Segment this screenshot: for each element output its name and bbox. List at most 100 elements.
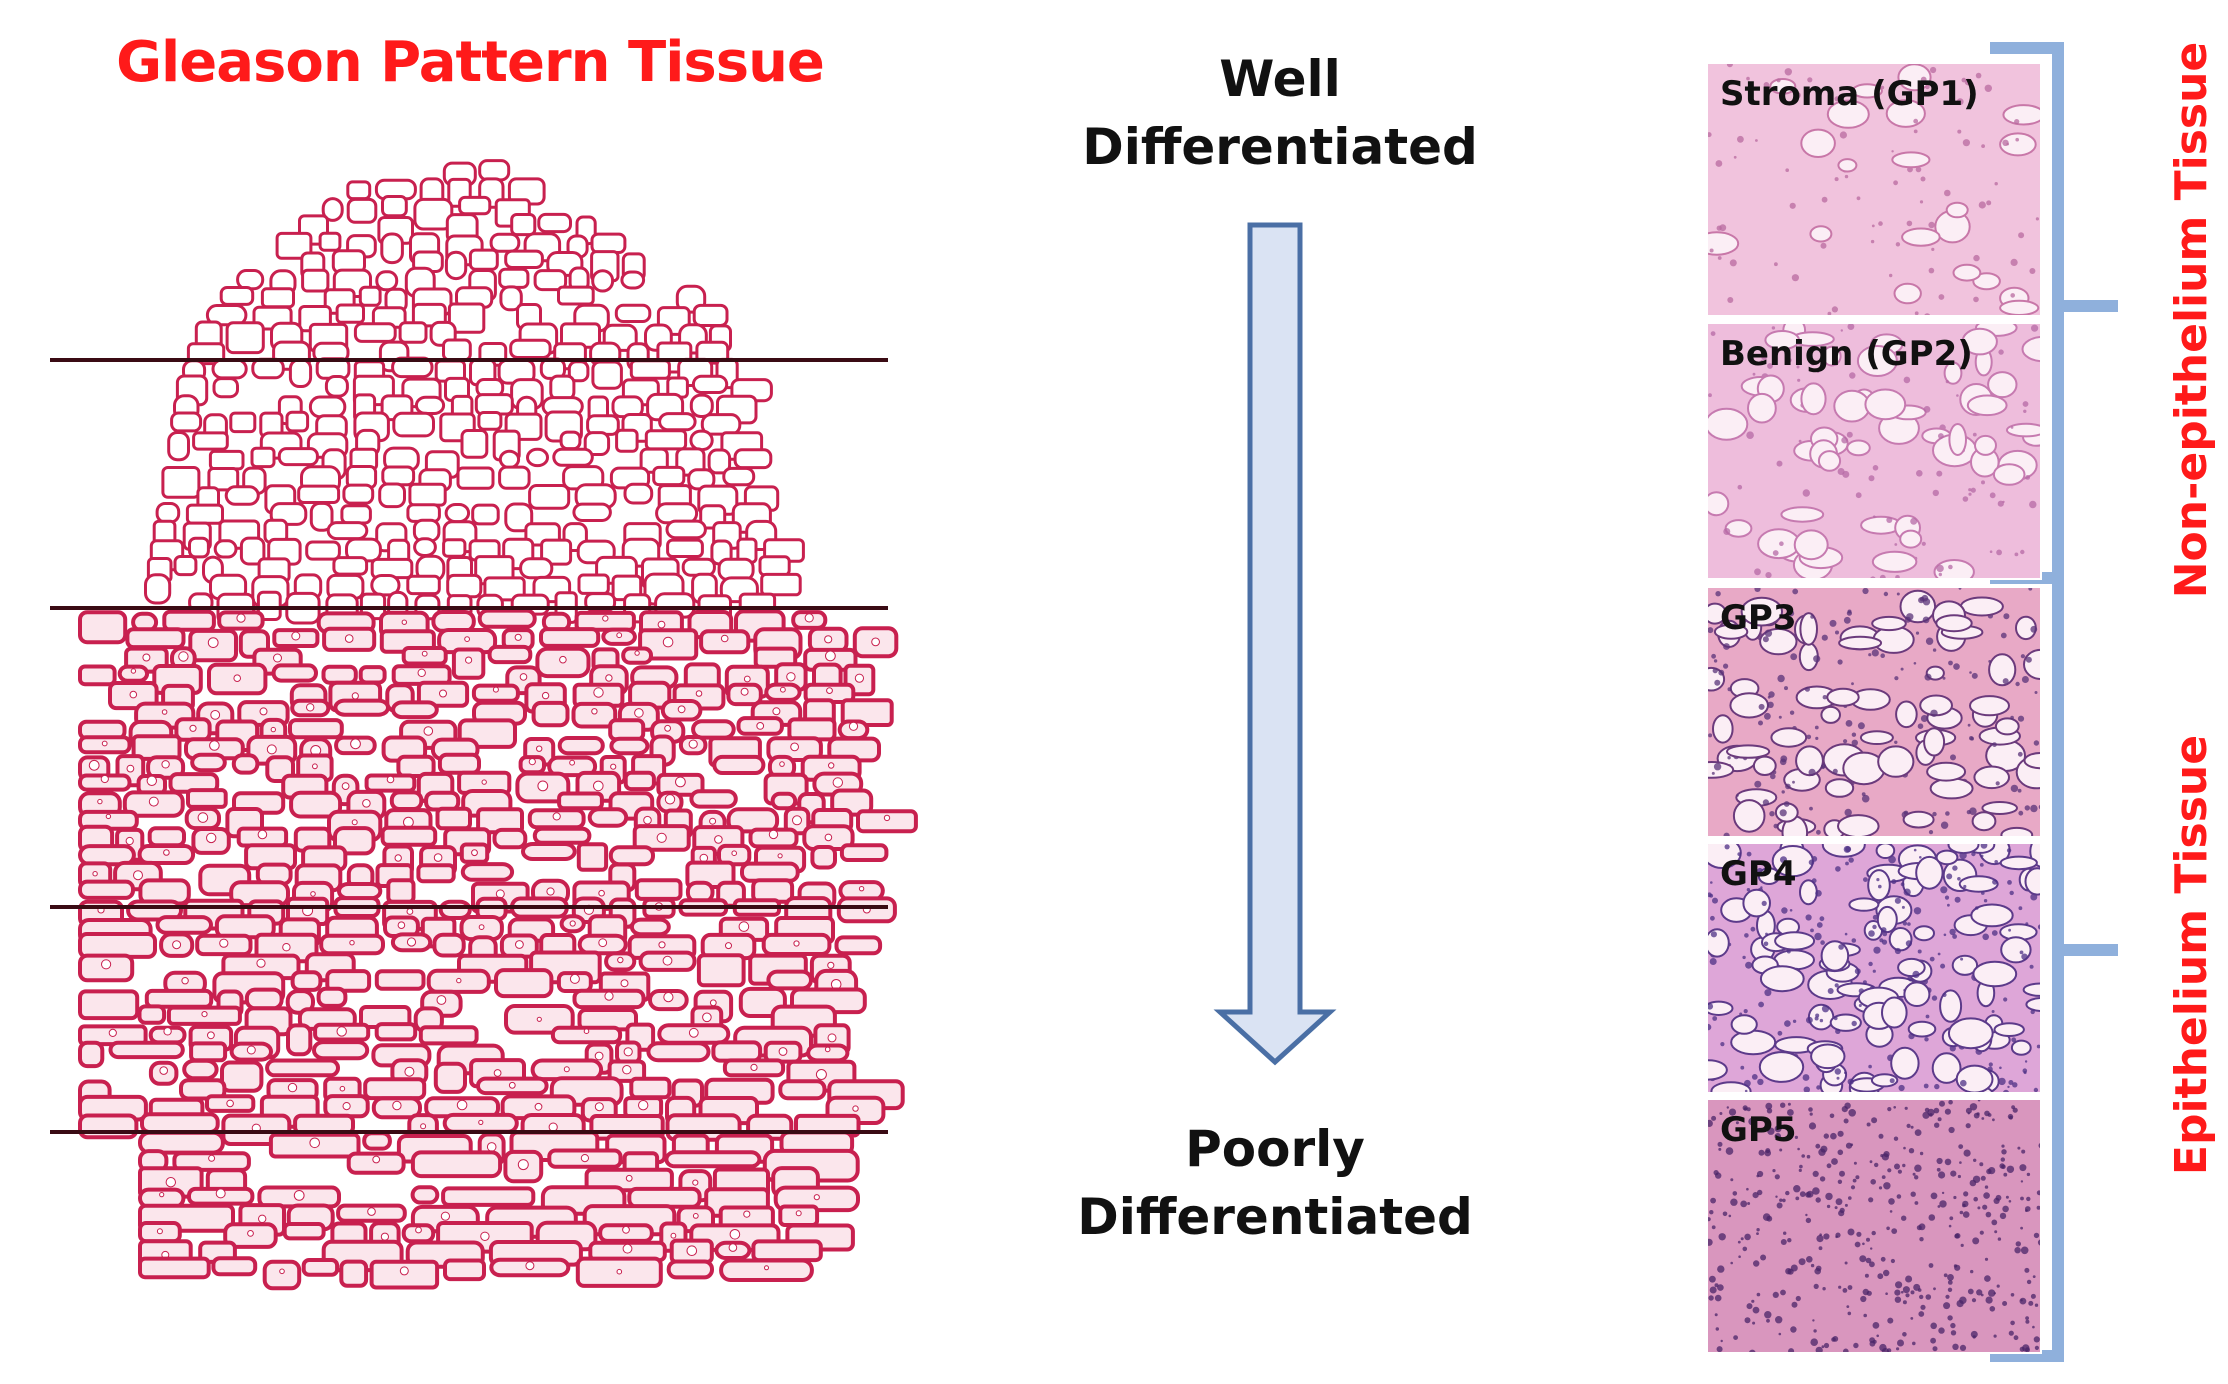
gland-shape [418, 1025, 479, 1046]
gland-ring [1875, 844, 1896, 859]
nucleus-dot [1851, 1020, 1857, 1027]
gland-ring [1793, 529, 1829, 561]
gland-ring [1926, 761, 1967, 782]
lumen-dot [594, 1051, 604, 1061]
nucleus-dot [1883, 1269, 1890, 1277]
nucleus-dot [1718, 1233, 1726, 1241]
gland-shape [751, 1239, 823, 1263]
nucleus-dot [1787, 358, 1792, 363]
gland-shape [208, 449, 245, 471]
gland-shape [250, 446, 276, 469]
gland-shape [492, 827, 528, 850]
gland-shape [498, 449, 521, 470]
nucleus-dot [1995, 781, 2000, 786]
gp5-texture [1708, 1100, 2040, 1352]
nucleus-dot [1977, 1100, 1981, 1102]
gland-shape [487, 644, 533, 665]
nucleus-dot [1711, 771, 1715, 775]
non-epithelium-label: Non-epithelium Tissue [2166, 41, 2217, 599]
gland-ring [1988, 653, 2017, 687]
nucleus-dot [1752, 372, 1756, 376]
nucleus-dot [2010, 258, 2018, 266]
nucleus-dot [1712, 668, 1718, 674]
nucleus-dot [1962, 1211, 1970, 1218]
nucleus-dot [1901, 1215, 1907, 1221]
nucleus-dot [1962, 139, 1970, 147]
nucleus-dot [2021, 1149, 2026, 1154]
nucleus-dot [1879, 574, 1886, 578]
nucleus-dot [1946, 873, 1953, 880]
nucleus-dot [2020, 1196, 2024, 1201]
gland-ring [1846, 439, 1871, 457]
nucleus-dot [2020, 549, 2025, 555]
nucleus-dot [1846, 610, 1852, 616]
nucleus-dot [1993, 1334, 1997, 1338]
gland-shape [691, 374, 729, 395]
gland-ring [1870, 1073, 1899, 1088]
nucleus-dot [1930, 1337, 1936, 1344]
nucleus-dot [1725, 1147, 1734, 1155]
nucleus-dot [1893, 1106, 1896, 1109]
nucleus-dot [1774, 262, 1778, 267]
gland-ring [1871, 550, 1918, 573]
lumen-dot [580, 1154, 590, 1163]
nucleus-dot [1821, 765, 1825, 770]
lumen-dot [159, 1066, 168, 1075]
nucleus-dot [1710, 331, 1716, 336]
nucleus-dot [1727, 756, 1731, 760]
epithelium-bracket [1990, 578, 2118, 1362]
nucleus-dot [1855, 492, 1862, 499]
nucleus-dot [1812, 1319, 1815, 1322]
nucleus-dot [1910, 1317, 1914, 1320]
gland-ring [1943, 361, 1963, 385]
gland-shape [778, 1079, 827, 1101]
lumen-dot [312, 763, 318, 770]
nucleus-dot [1785, 1190, 1790, 1196]
gland-shape [623, 482, 654, 505]
nucleus-dot [1962, 496, 1969, 502]
nucleus-dot [1709, 248, 1714, 253]
gland-ring [1890, 1046, 1920, 1080]
nucleus-dot [1730, 1261, 1733, 1265]
lumen-dot [569, 973, 580, 984]
nucleus-dot [1810, 360, 1816, 366]
nucleus-dot [1708, 393, 1712, 398]
nucleus-dot [1903, 1146, 1906, 1150]
nucleus-dot [2009, 316, 2012, 317]
nucleus-dot [1861, 794, 1870, 803]
gland-ring [1810, 1043, 1846, 1070]
gland-shape [161, 466, 201, 499]
gland-ring [1708, 602, 1727, 625]
nucleus-dot [1883, 1182, 1891, 1190]
lumen-dot [351, 692, 359, 700]
lumen-dot [92, 871, 98, 877]
nucleus-dot [1794, 1135, 1798, 1139]
nucleus-dot [1832, 768, 1838, 774]
gland-ring [1725, 744, 1771, 759]
lumen-dot [725, 942, 732, 950]
nucleus-dot [1788, 1348, 1795, 1352]
nucleus-dot [1814, 1016, 1819, 1021]
gland-shape [696, 953, 746, 988]
nucleus-dot [1958, 588, 1962, 590]
nucleus-dot [1844, 1071, 1847, 1074]
nucleus-dot [1949, 1045, 1956, 1052]
nucleus-dot [1763, 941, 1769, 947]
gland-shape [125, 627, 186, 650]
nucleus-dot [1949, 928, 1956, 936]
nucleus-dot [1825, 1192, 1833, 1201]
gland-shape [262, 1259, 302, 1291]
lumen-dot [826, 687, 833, 694]
nucleus-dot [1948, 1100, 1953, 1105]
nucleus-dot [1993, 1197, 2000, 1204]
nucleus-dot [1723, 528, 1731, 535]
gland-ring [1974, 434, 1997, 456]
lumen-dot [403, 816, 414, 828]
nucleus-dot [1880, 1154, 1884, 1158]
gland-shape [634, 878, 683, 901]
gland-shape [627, 1186, 702, 1209]
gland-ring [2025, 996, 2040, 1013]
lumen-dot [593, 780, 604, 792]
lumen-dot [181, 977, 189, 985]
nucleus-dot [1726, 1106, 1729, 1109]
